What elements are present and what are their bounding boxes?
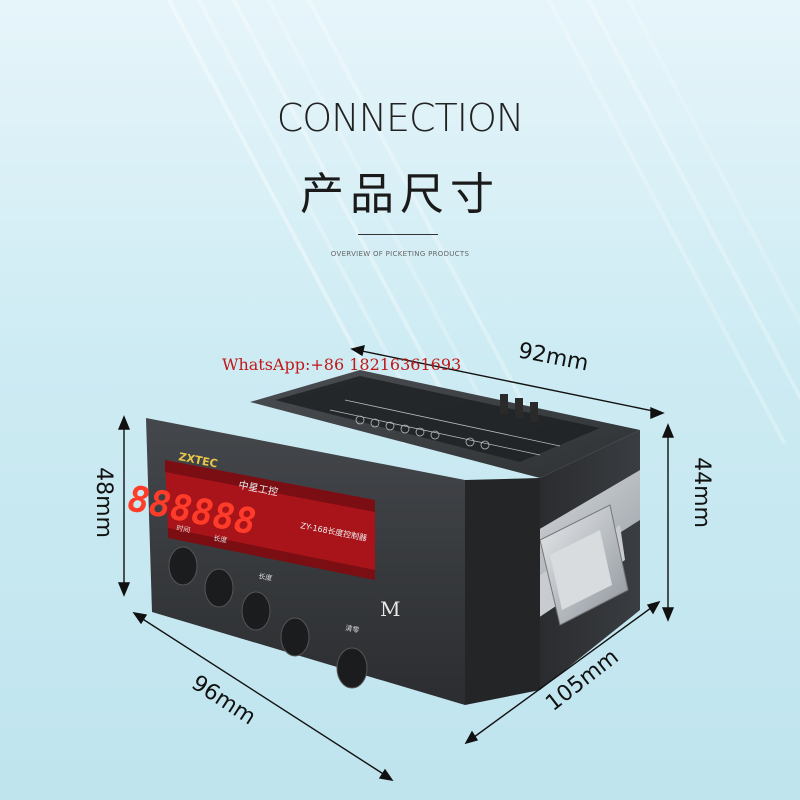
unit-label: M — [380, 597, 400, 621]
button-label-2: 长度 — [213, 533, 228, 545]
button-1 — [168, 546, 198, 586]
dimension-label-left: 48mm — [90, 467, 116, 538]
terminal-pin — [515, 398, 523, 418]
title-divider — [358, 234, 438, 235]
subtitle: OVERVIEW OF PICKETING PRODUCTS — [330, 250, 470, 258]
mounting-clip-face — [550, 530, 612, 610]
button-label-1: 时间 — [176, 523, 191, 535]
watermark: WhatsApp:+86 18216361693 — [222, 355, 462, 374]
dimension-lines — [117, 345, 675, 781]
button-4 — [280, 617, 310, 657]
terminal-pin — [530, 402, 538, 422]
terminal-pin — [500, 394, 508, 414]
dimension-label-right: 44mm — [688, 457, 714, 528]
title-english: CONNECTION — [276, 96, 525, 140]
display-bottom-band — [168, 528, 375, 580]
button-2 — [204, 568, 234, 608]
button-3 — [241, 591, 271, 631]
title-chinese: 产品尺寸 — [300, 169, 500, 220]
front-buttons — [168, 546, 368, 689]
bezel-edge — [465, 478, 540, 705]
wiring-label-lines — [329, 399, 561, 456]
button-label-4: 清零 — [345, 623, 360, 635]
wiring-label — [275, 376, 600, 462]
button-5 — [336, 647, 368, 689]
display-top-band — [165, 460, 375, 512]
button-label-3: 长度 — [258, 571, 273, 583]
